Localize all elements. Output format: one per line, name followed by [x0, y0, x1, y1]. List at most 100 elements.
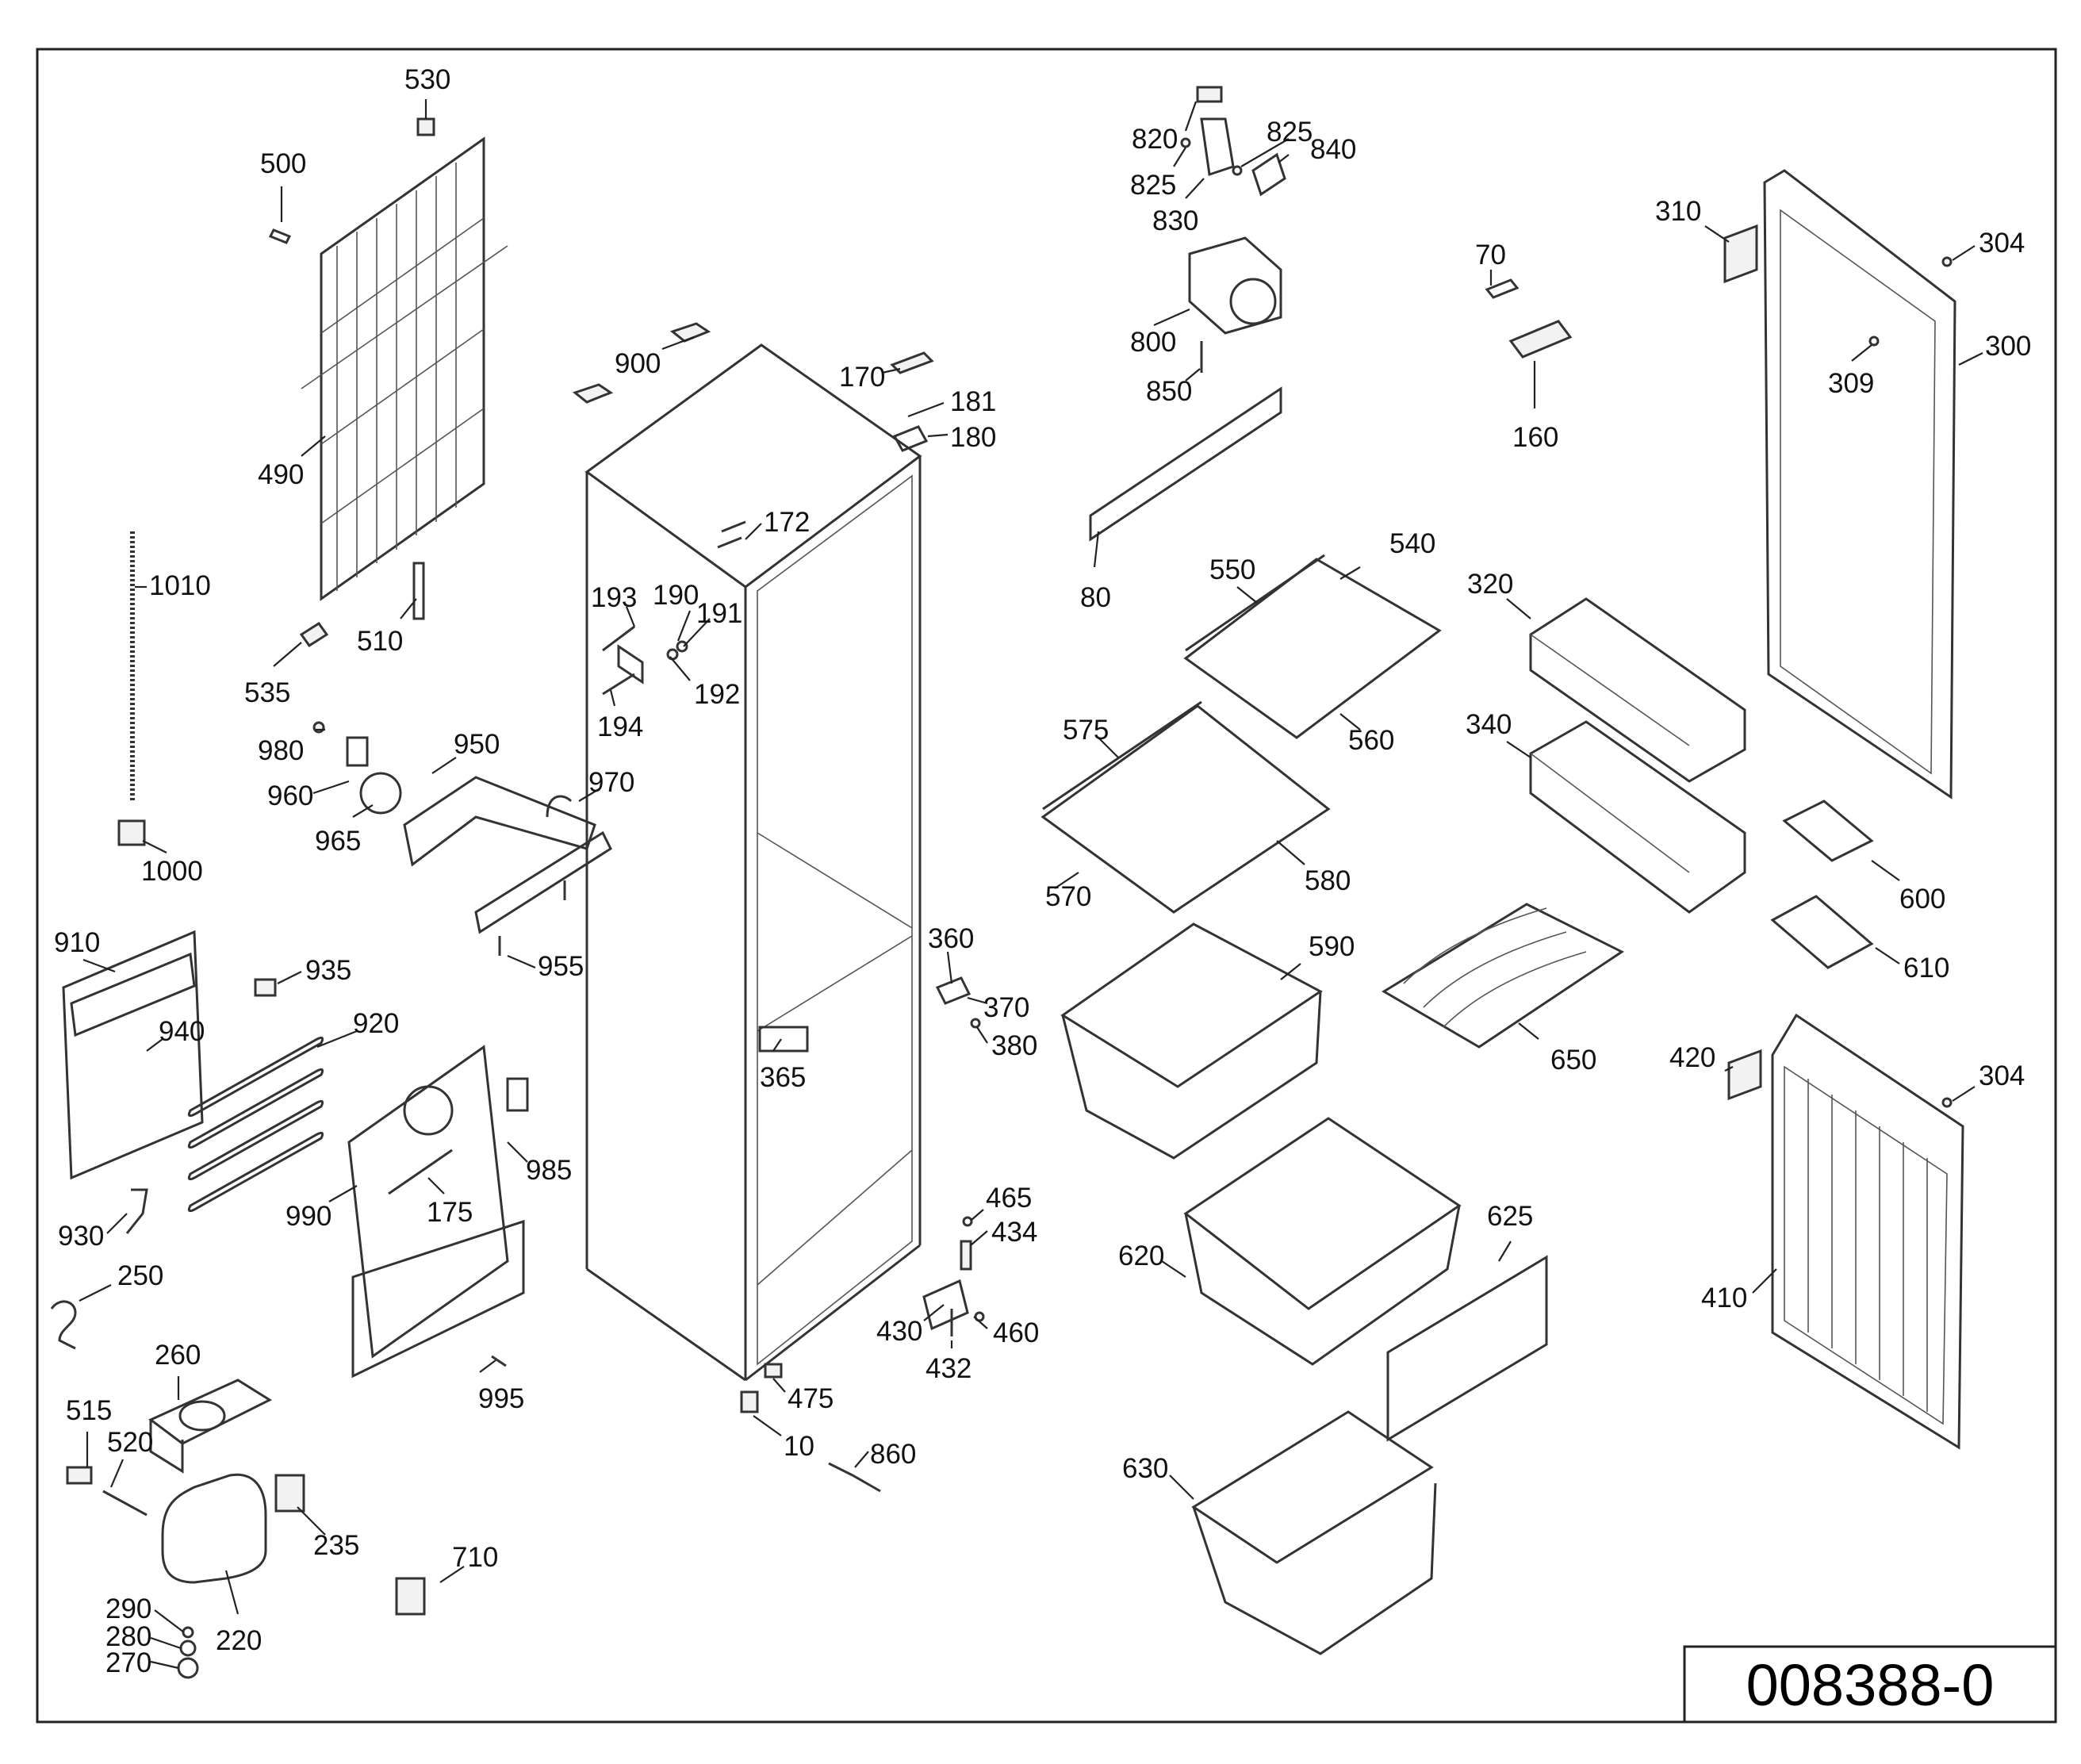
relay-235 — [274, 1474, 305, 1513]
callout-181: 181 — [950, 386, 996, 417]
callout-160: 160 — [1512, 422, 1558, 453]
callout-172: 172 — [764, 507, 810, 538]
power-cord — [50, 1300, 77, 1350]
callout-340: 340 — [1466, 709, 1512, 740]
callout-520: 520 — [107, 1427, 153, 1458]
drawer-590 — [1060, 922, 1323, 1160]
door-shelf-340 — [1529, 720, 1746, 914]
callout-1010: 1010 — [149, 570, 211, 601]
callout-432: 432 — [926, 1353, 972, 1384]
callout-850: 850 — [1146, 376, 1192, 407]
callout-460: 460 — [993, 1317, 1039, 1348]
ice-tray-610 — [1770, 895, 1874, 969]
callout-191: 191 — [696, 598, 742, 629]
callout-194: 194 — [597, 711, 643, 742]
callout-434: 434 — [991, 1217, 1037, 1248]
callout-80: 80 — [1080, 582, 1111, 613]
cabinet — [584, 343, 922, 1382]
callout-310: 310 — [1655, 196, 1701, 227]
callout-280: 280 — [105, 1621, 151, 1652]
callout-430: 430 — [876, 1316, 922, 1347]
callout-610: 610 — [1903, 953, 1949, 984]
thermostat-710 — [395, 1577, 426, 1616]
callout-190: 190 — [653, 580, 699, 611]
callout-510: 510 — [357, 626, 403, 657]
callout-920: 920 — [353, 1008, 399, 1039]
washer-380 — [970, 1018, 981, 1029]
callout-180: 180 — [950, 422, 996, 453]
callout-620: 620 — [1118, 1241, 1164, 1271]
callout-980: 980 — [258, 735, 304, 766]
door-shelf-320 — [1529, 597, 1746, 783]
drawing-frame — [36, 48, 2057, 1724]
screw-304-bottom — [1941, 1097, 1953, 1108]
screw-309 — [1868, 336, 1880, 347]
air-duct-panel — [347, 1045, 529, 1379]
callout-985: 985 — [526, 1155, 572, 1186]
glass-shelf-lower — [1040, 700, 1331, 914]
callout-710: 710 — [452, 1542, 498, 1573]
title-block: 008388-0 — [1683, 1645, 2057, 1724]
callout-193: 193 — [591, 582, 637, 613]
foot-10 — [740, 1390, 759, 1413]
callout-860: 860 — [870, 1439, 916, 1470]
part-70 — [1485, 278, 1520, 299]
callout-475: 475 — [788, 1383, 834, 1414]
callout-535: 535 — [244, 677, 290, 708]
callout-560: 560 — [1348, 725, 1394, 756]
compressor — [66, 1466, 267, 1679]
callout-970: 970 — [588, 767, 634, 798]
hinge-cover-160 — [1508, 320, 1573, 359]
drawer-620 — [1183, 1117, 1462, 1366]
drain-tube — [125, 1188, 148, 1234]
callout-290: 290 — [105, 1593, 151, 1624]
callout-420: 420 — [1669, 1042, 1715, 1073]
callout-600: 600 — [1899, 884, 1945, 915]
callout-260: 260 — [155, 1340, 201, 1371]
callout-365: 365 — [760, 1062, 806, 1093]
evaporator-cover — [62, 930, 277, 1180]
callout-830: 830 — [1152, 205, 1198, 236]
hinge-360 — [935, 976, 972, 1005]
hinge-900-b — [669, 322, 711, 343]
callout-70: 70 — [1475, 240, 1506, 270]
callout-625: 625 — [1487, 1201, 1533, 1232]
wine-rack — [1382, 903, 1624, 1049]
callout-840: 840 — [1310, 134, 1356, 165]
drawer-630 — [1191, 1410, 1437, 1655]
callout-540: 540 — [1389, 528, 1435, 559]
callout-465: 465 — [986, 1183, 1032, 1214]
fridge-door — [1723, 169, 1956, 800]
condenser-cap — [416, 117, 435, 136]
callout-380: 380 — [991, 1030, 1037, 1061]
callout-820: 820 — [1132, 124, 1178, 155]
callout-270: 270 — [105, 1647, 151, 1678]
glass-shelf-upper — [1183, 554, 1442, 739]
callout-515: 515 — [66, 1395, 112, 1426]
evaporator-fan-assembly — [312, 721, 612, 956]
callout-570: 570 — [1045, 881, 1091, 912]
callout-370: 370 — [983, 992, 1029, 1023]
drain-plug — [117, 819, 146, 846]
part-172 — [717, 520, 746, 549]
hinge-180 — [892, 425, 929, 452]
evaporator-coils — [187, 1036, 324, 1213]
callout-930: 930 — [58, 1221, 104, 1252]
compressor-base — [148, 1379, 273, 1474]
callout-580: 580 — [1305, 865, 1351, 896]
hinge-430 — [922, 1216, 985, 1336]
callout-960: 960 — [267, 780, 313, 811]
callout-990: 990 — [286, 1201, 332, 1232]
latch-190 — [602, 625, 688, 696]
fan-housing — [1180, 86, 1286, 373]
callout-940: 940 — [159, 1016, 205, 1047]
callout-labels: 530 500 490 535 510 1010 1000 980 960 96… — [54, 64, 2031, 1678]
drawer-front-625 — [1386, 1255, 1548, 1442]
ice-tray-600 — [1782, 800, 1874, 862]
callout-320: 320 — [1467, 569, 1513, 600]
callout-192: 192 — [694, 679, 740, 710]
callout-170: 170 — [839, 362, 885, 393]
callout-630: 630 — [1122, 1453, 1168, 1484]
callout-10: 10 — [784, 1431, 814, 1462]
